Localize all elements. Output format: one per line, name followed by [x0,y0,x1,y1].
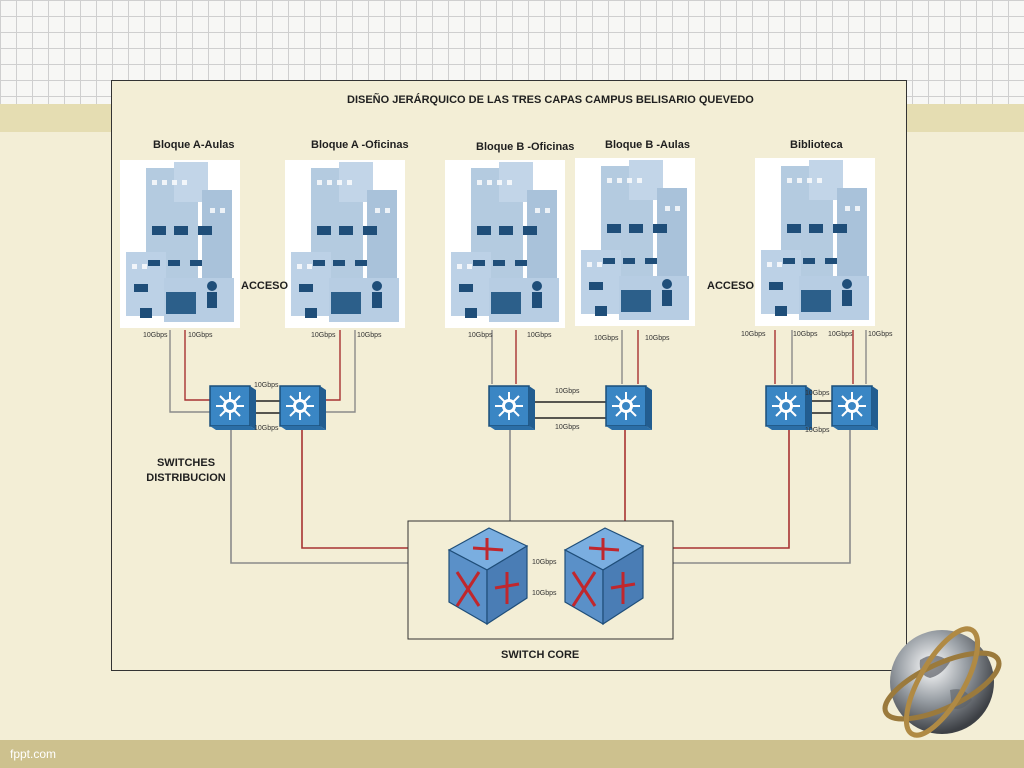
speed-label: 10Gbps [527,332,552,339]
speed-label: 10Gbps [254,425,279,432]
building-biblioteca-icon [755,158,875,326]
speed-label: 10Gbps [468,332,493,339]
speed-label: 10Gbps [868,331,893,338]
speed-label: 10Gbps [805,427,830,434]
speed-label: 10Gbps [555,424,580,431]
speed-label: 10Gbps [254,382,279,389]
speed-label: 10Gbps [555,388,580,395]
distribution-switch-c2-icon [831,385,879,431]
speed-label: 10Gbps [188,332,213,339]
footer-brand: fppt.com [10,747,57,761]
block-label-b-oficinas: Bloque B -Oficinas [476,141,575,153]
speed-label: 10Gbps [645,335,670,342]
distribution-switch-b1-icon [488,385,536,431]
speed-label: 10Gbps [828,331,853,338]
block-label-a-aulas: Bloque A-Aulas [153,139,235,151]
distribution-switch-a1-icon [209,385,257,431]
block-label-a-oficinas: Bloque A -Oficinas [311,139,409,151]
building-bloque-a-aulas-icon [120,160,240,328]
distribution-label-line1: SWITCHES [156,457,216,469]
speed-label: 10Gbps [594,335,619,342]
access-layer-label-left: ACCESO [241,280,289,292]
distribution-switch-a2-icon [279,385,327,431]
speed-label: 10Gbps [741,331,766,338]
access-links [169,330,867,413]
distribution-switch-b2-icon [605,385,653,431]
block-label-b-aulas: Bloque B -Aulas [605,139,690,151]
speed-label: 10Gbps [532,559,557,566]
speed-label: 10Gbps [357,332,382,339]
distribution-layer-label: SWITCHES DISTRIBUCION [146,456,226,486]
footer-band [0,740,1024,768]
distribution-label-line2: DISTRIBUCION [146,472,226,484]
speed-label: 10Gbps [532,590,557,597]
building-bloque-b-aulas-icon [575,158,695,326]
core-layer-label: SWITCH CORE [501,649,580,661]
core-uplinks [230,430,851,564]
speed-label: 10Gbps [311,332,336,339]
speed-label: 10Gbps [143,332,168,339]
diagram-title: DISEÑO JERÁRQUICO DE LAS TRES CAPAS CAMP… [347,94,754,106]
speed-label: 10Gbps [793,331,818,338]
globe-logo-icon [882,626,1002,738]
speed-label: 10Gbps [805,390,830,397]
block-label-biblioteca: Biblioteca [790,139,843,151]
access-layer-label-right: ACCESO [707,280,755,292]
building-bloque-b-oficinas-icon [445,160,565,328]
building-bloque-a-oficinas-icon [285,160,405,328]
